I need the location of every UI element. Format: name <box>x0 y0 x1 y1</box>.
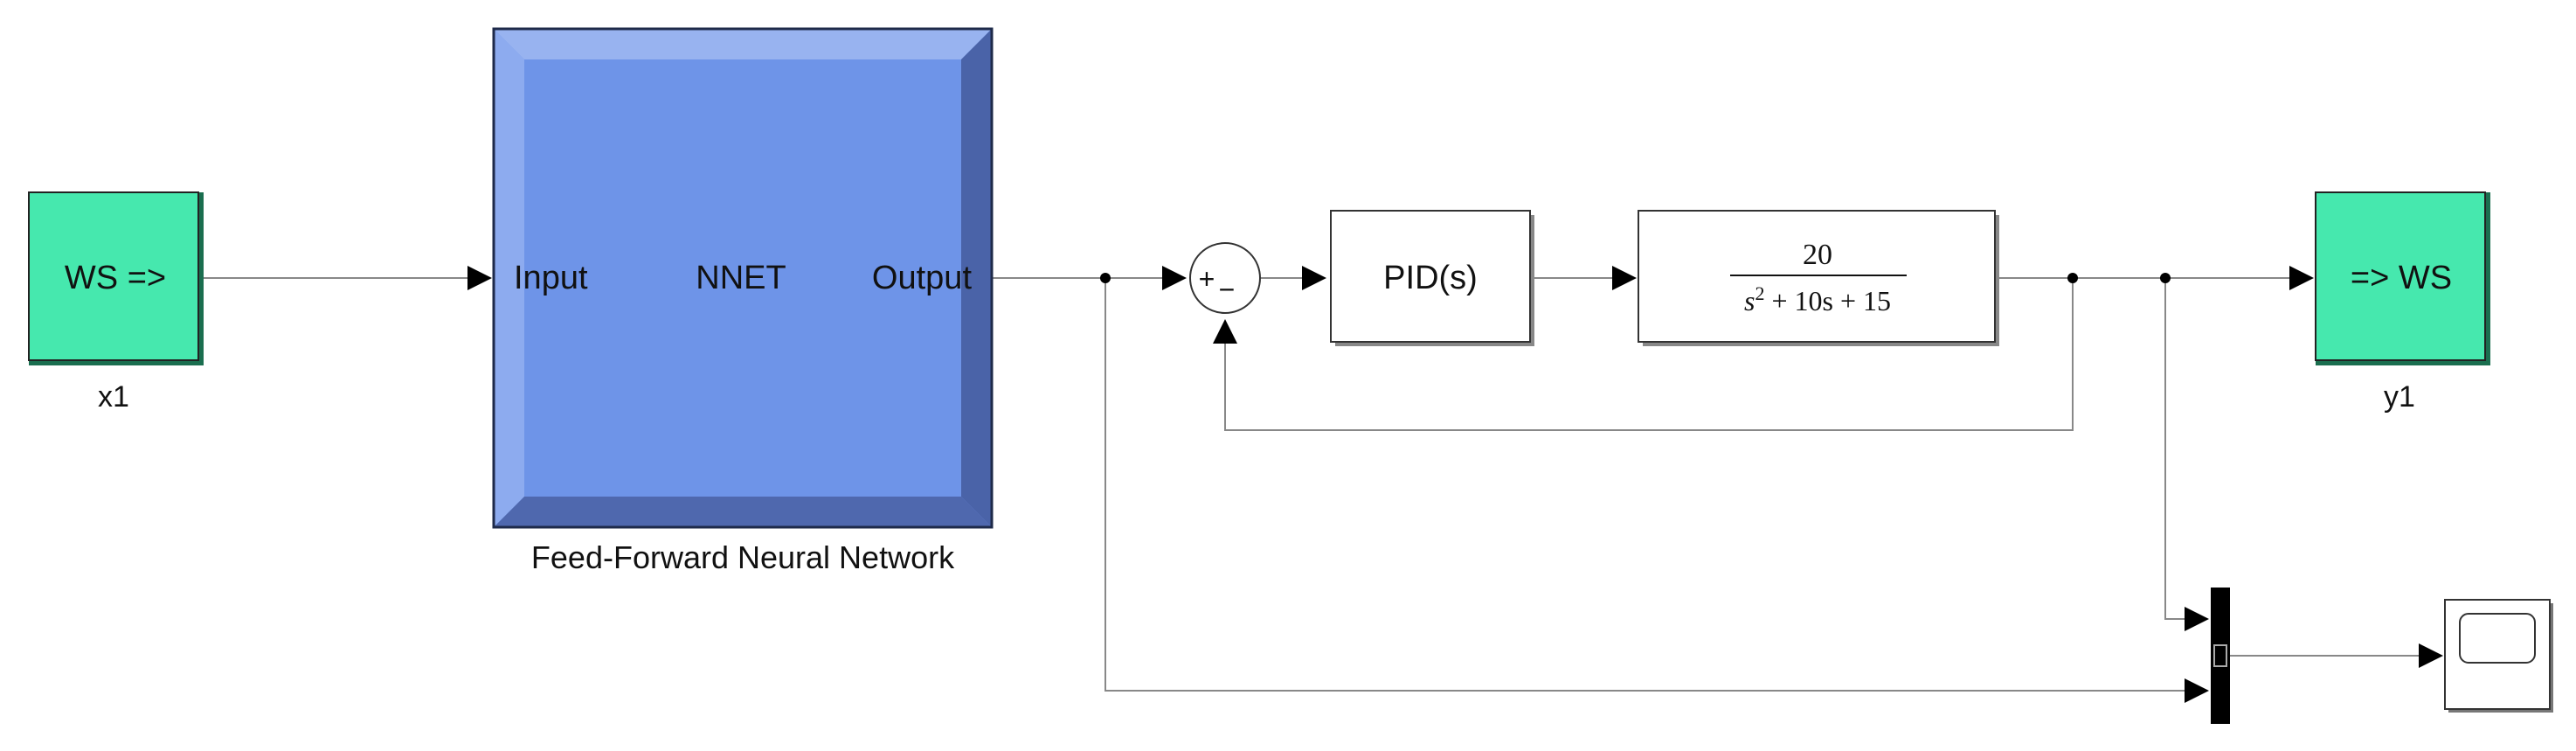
arrow-into-nnet <box>467 266 492 290</box>
sum-block[interactable]: + − <box>1189 242 1261 314</box>
pid-block[interactable]: PID(s) <box>1330 210 1534 346</box>
arrowheads <box>467 266 2443 703</box>
nnet-bevel-bottom <box>494 497 992 527</box>
line-reference-to-mux[interactable] <box>1104 278 2185 692</box>
sum-minus-sign: − <box>1219 274 1236 305</box>
scope-display-icon <box>2459 613 2536 664</box>
nnet-title: NNET <box>696 260 786 296</box>
pid-label: PID(s) <box>1383 260 1478 296</box>
signal-lines <box>203 277 2419 692</box>
scope-block[interactable] <box>2444 599 2553 713</box>
arrow-into-mux-bottom <box>2185 678 2209 703</box>
mux-block[interactable] <box>2211 588 2230 724</box>
nnet-input-port-label: Input <box>514 260 588 296</box>
sum-plus-sign: + <box>1199 263 1215 295</box>
branch-point-output <box>2160 273 2171 283</box>
tf-numerator: 20 <box>1803 239 1832 271</box>
from-workspace-label: WS => <box>65 260 166 296</box>
tf-denominator: s2 + 10s + 15 <box>1744 282 1891 316</box>
line-output-to-mux[interactable] <box>2164 278 2185 620</box>
arrow-into-mux-top <box>2185 607 2209 631</box>
arrow-into-pid <box>1302 266 1326 290</box>
mux-port-marker <box>2213 644 2227 667</box>
arrow-into-tf <box>1612 266 1637 290</box>
nnet-block[interactable]: Input NNET Output Feed-Forward Neural Ne… <box>492 27 994 575</box>
transfer-function-block[interactable]: 20 s2 + 10s + 15 <box>1638 210 1999 346</box>
arrow-into-sum <box>1162 266 1187 290</box>
arrow-into-scope <box>2419 643 2443 668</box>
from-workspace-caption: x1 <box>98 380 129 414</box>
nnet-caption: Feed-Forward Neural Network <box>531 539 955 575</box>
to-workspace-block[interactable]: => WS y1 <box>2315 191 2490 414</box>
nnet-output-port-label: Output <box>872 260 973 296</box>
from-workspace-block[interactable]: WS => x1 <box>28 191 204 414</box>
line-feedback[interactable] <box>1224 278 2074 431</box>
to-workspace-label: => WS <box>2351 260 2452 296</box>
branch-points <box>1100 273 2171 283</box>
branch-point-feedback <box>2067 273 2078 283</box>
nnet-bevel-left <box>494 29 524 527</box>
arrow-into-sum-bottom <box>1213 319 1237 344</box>
to-workspace-caption: y1 <box>2384 380 2415 414</box>
nnet-bevel-right <box>961 29 992 527</box>
arrow-into-sink <box>2289 266 2314 290</box>
branch-point-reference <box>1100 273 1111 283</box>
nnet-bevel-top <box>494 29 992 59</box>
